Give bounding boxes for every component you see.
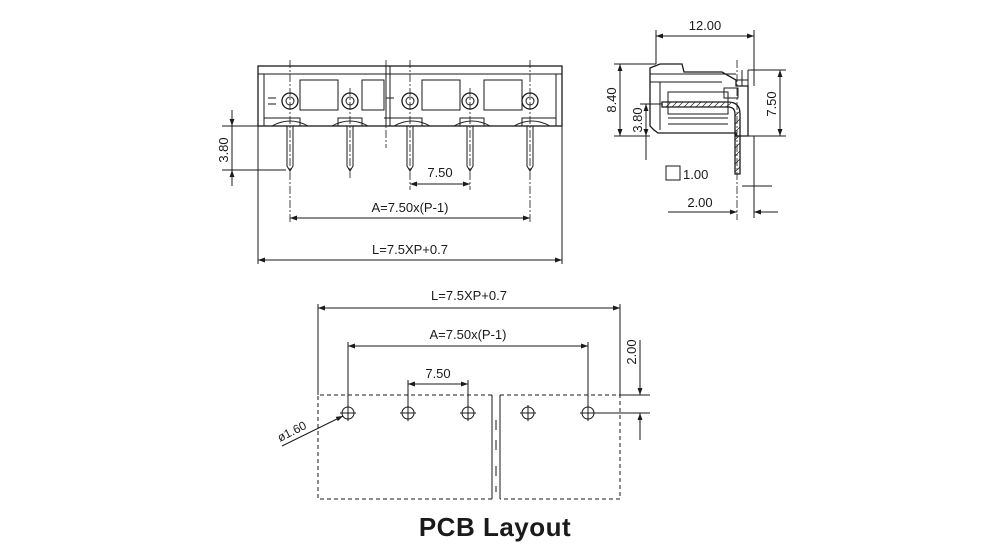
dim-side-width-label: 12.00 [689, 18, 722, 33]
dim-side-width: 12.00 [655, 18, 755, 86]
dim-pcb-pitch-label: 7.50 [425, 366, 450, 381]
dim-side-height-label: 7.50 [764, 91, 779, 116]
dim-pcb-pitch: 7.50 [407, 366, 469, 405]
dim-side-pin-offset: 2.00 [668, 136, 778, 218]
dim-side-total-height-label: 8.40 [604, 87, 619, 112]
dim-side-pin-square-label: 1.00 [683, 167, 708, 182]
front-pins [286, 126, 534, 172]
side-pin-hatched [661, 101, 741, 175]
pcb-holes [340, 405, 596, 421]
side-view: 12.00 8.40 3.80 7.50 1.00 [604, 18, 786, 220]
dim-pin-length: 3.80 [216, 110, 286, 186]
dim-pcb-a-label: A=7.50x(P-1) [430, 327, 507, 342]
dim-side-pin-height-label: 3.80 [630, 107, 645, 132]
dim-pcb-edge-label: 2.00 [624, 339, 639, 364]
dim-pcb-edge: 2.00 [596, 339, 650, 440]
dim-side-total-height: 8.40 [604, 63, 656, 137]
dim-front-l-label: L=7.5XP+0.7 [372, 242, 448, 257]
dim-pcb-l: L=7.5XP+0.7 [317, 288, 621, 395]
dim-front-a-label: A=7.50x(P-1) [372, 200, 449, 215]
dim-side-pin-height: 3.80 [630, 103, 662, 160]
dim-side-height: 7.50 [748, 69, 786, 137]
pcb-outline [317, 394, 621, 500]
dim-front-pitch-label: 7.50 [427, 165, 452, 180]
pcb-layout: L=7.5XP+0.7 A=7.50x(P-1) 7.50 2.00 [275, 288, 650, 500]
pcb-layout-caption: PCB Layout [418, 512, 572, 542]
front-view: 3.80 7.50 A=7.50x(P-1) L=7.5XP+0.7 [216, 60, 563, 264]
dim-pcb-l-label: L=7.5XP+0.7 [431, 288, 507, 303]
front-centerlines [289, 60, 531, 222]
dim-pin-length-label: 3.80 [216, 137, 231, 162]
dim-front-l: L=7.5XP+0.7 [257, 126, 563, 264]
dim-side-pin-offset-label: 2.00 [687, 195, 712, 210]
side-body-outline [649, 63, 749, 137]
dim-pcb-hole: ø1.60 [275, 415, 344, 447]
dim-pcb-a: A=7.50x(P-1) [347, 327, 589, 405]
dim-side-pin-square: 1.00 [665, 165, 708, 182]
dim-front-pitch: 7.50 [410, 165, 470, 187]
dim-front-a: A=7.50x(P-1) [290, 200, 530, 221]
